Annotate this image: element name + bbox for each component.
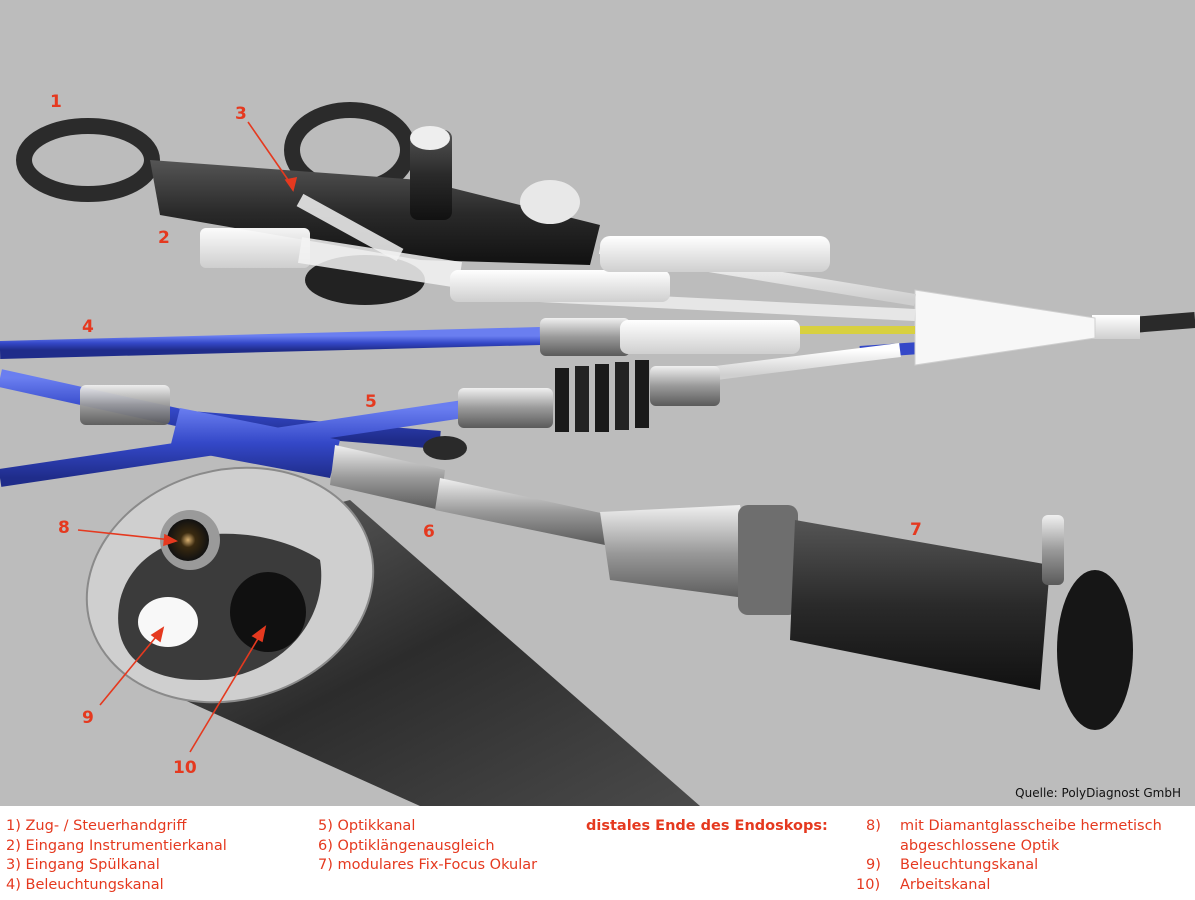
optic-blue-sleeve bbox=[170, 408, 340, 478]
legend-item: 6) Optiklängenausgleich bbox=[318, 837, 495, 854]
endoscope-drawing bbox=[0, 102, 1195, 806]
illumination-connector bbox=[540, 318, 630, 356]
callout-4: 4 bbox=[82, 317, 94, 337]
instrument-sleeve bbox=[450, 270, 670, 302]
distal-item: mit Diamantglasscheibe hermetisch bbox=[900, 818, 1162, 834]
callout-8: 8 bbox=[58, 518, 70, 538]
callout-7: 7 bbox=[910, 520, 922, 540]
optic-connector bbox=[458, 388, 553, 428]
ocular-eyepiece bbox=[1057, 570, 1133, 730]
callout-1: 1 bbox=[50, 92, 62, 112]
callout-10: 10 bbox=[173, 758, 197, 778]
ocular-grip bbox=[790, 520, 1050, 690]
endoscope-illustration: 1 2 3 4 5 6 7 8 9 10 Quelle: PolyDiagnos… bbox=[0, 0, 1195, 806]
optic-tube bbox=[435, 478, 610, 545]
distal-item: Beleuchtungskanal bbox=[900, 857, 1039, 873]
tube-optic bbox=[699, 343, 901, 382]
rinse-port bbox=[296, 193, 404, 262]
source-credit: Quelle: PolyDiagnost GmbH bbox=[1015, 786, 1181, 800]
callout-5: 5 bbox=[365, 392, 377, 412]
legend: 1) Zug- / Steuerhandgriff 2) Eingang Ins… bbox=[0, 806, 1195, 900]
callout-2: 2 bbox=[158, 228, 170, 248]
optic-connector-tail bbox=[650, 366, 720, 406]
legend-col1: 1) Zug- / Steuerhandgriff 2) Eingang Ins… bbox=[6, 817, 227, 895]
illumination-sleeve bbox=[620, 320, 800, 354]
legend-item: 5) Optikkanal bbox=[318, 818, 416, 834]
instrument-channel-body bbox=[297, 237, 463, 288]
legend-item: 2) Eingang Instrumentierkanal bbox=[6, 837, 227, 854]
adjust-knob bbox=[423, 436, 467, 460]
instrument-port bbox=[200, 228, 310, 268]
cable-coupling bbox=[80, 385, 170, 425]
control-handle bbox=[150, 160, 600, 265]
legend-item: 4) Beleuchtungskanal bbox=[6, 876, 164, 893]
ocular-front bbox=[600, 505, 760, 600]
finger-ring-left bbox=[16, 118, 160, 202]
callout-6: 6 bbox=[423, 522, 435, 542]
distal-num: 8) bbox=[866, 818, 881, 834]
legend-item: 7) modulares Fix-Focus Okular bbox=[318, 857, 538, 873]
distal-num: 9) bbox=[866, 857, 881, 873]
optic-lens bbox=[167, 519, 209, 561]
optic-connector-ribs bbox=[555, 360, 649, 432]
distal-heading: distales Ende des Endoskops: bbox=[586, 818, 828, 834]
distal-numbers: 8) 9) 10) bbox=[852, 817, 881, 895]
illumination-window bbox=[138, 597, 198, 647]
callout-3: 3 bbox=[235, 104, 247, 124]
distal-items: mit Diamantglasscheibe hermetisch abgesc… bbox=[900, 817, 1162, 895]
legend-col2: 5) Optikkanal 6) Optiklängenausgleich 7)… bbox=[318, 817, 537, 876]
working-channel bbox=[230, 572, 306, 652]
handle-post-cap bbox=[410, 126, 450, 150]
handle-knob bbox=[520, 180, 580, 224]
length-compensation bbox=[330, 445, 445, 510]
callout-arrows bbox=[77, 121, 298, 753]
distal-item: Arbeitskanal bbox=[900, 876, 991, 893]
handle-post bbox=[410, 130, 452, 220]
illumination-cable-4 bbox=[0, 327, 541, 359]
ocular-ring bbox=[738, 505, 798, 615]
shaft-collar bbox=[1092, 315, 1140, 339]
callout-9: 9 bbox=[82, 708, 94, 728]
y-connector bbox=[914, 289, 1096, 366]
legend-item: 3) Eingang Spülkanal bbox=[6, 857, 160, 873]
distal-num-spacer bbox=[852, 837, 881, 857]
legend-item: 1) Zug- / Steuerhandgriff bbox=[6, 818, 187, 834]
upper-sleeve bbox=[600, 236, 830, 272]
distal-num: 10) bbox=[856, 876, 881, 893]
ocular-light-post bbox=[1042, 515, 1064, 585]
distal-item: abgeschlossene Optik bbox=[900, 837, 1060, 854]
